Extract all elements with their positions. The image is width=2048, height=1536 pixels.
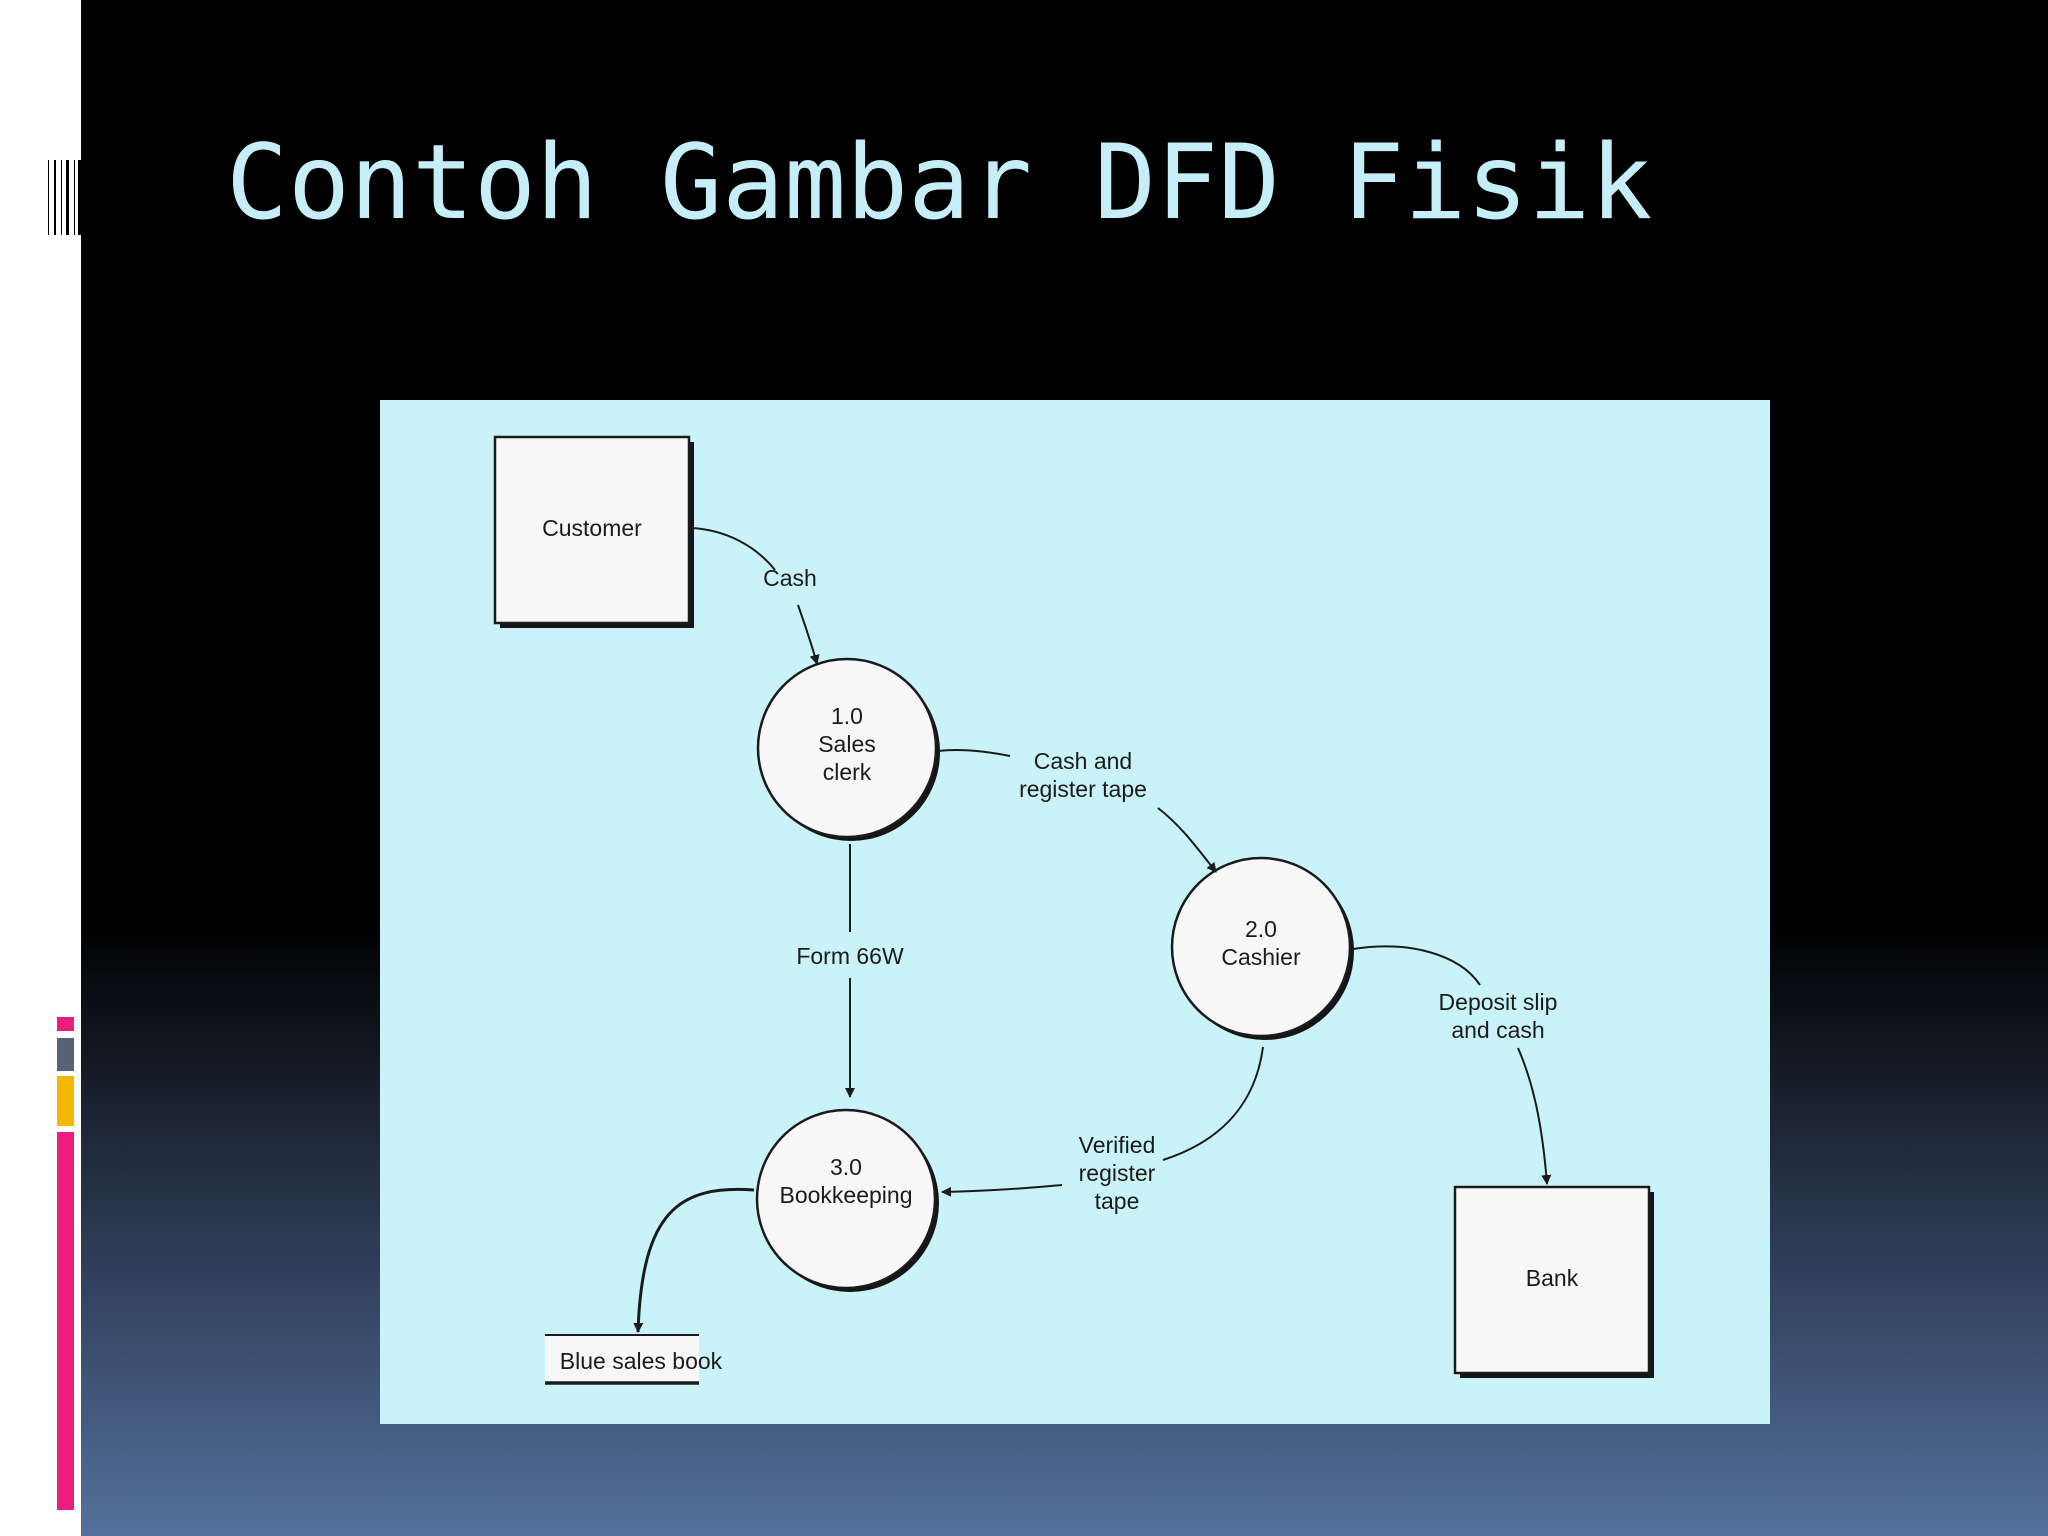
ornament-bar [56, 160, 61, 235]
process-1-sales-clerk: 1.0 Sales clerk [756, 657, 940, 841]
accent-bar-pink [57, 1017, 74, 1031]
flow-label: Cash and [1034, 748, 1132, 774]
flow-form-66w: Form 66W [796, 844, 904, 1098]
flow-label: tape [1095, 1188, 1140, 1214]
flow-line [937, 749, 1011, 757]
flow-line [691, 527, 776, 571]
process-name-line: clerk [823, 759, 872, 785]
slide-title: Contoh Gambar DFD Fisik [226, 123, 1653, 243]
process-circle [756, 657, 938, 839]
flow-label: register tape [1019, 776, 1147, 802]
accent-bar-gold [57, 1076, 74, 1126]
flow-label: register [1079, 1160, 1156, 1186]
dfd-figure: Customer Bank 1.0 Sales clerk 2.0 Cashie… [380, 400, 1770, 1424]
process-name-line: Bookkeeping [780, 1182, 913, 1208]
external-entity-customer: Customer [493, 435, 694, 628]
entity-box [1453, 1185, 1651, 1375]
flow-arrow [1517, 1047, 1552, 1185]
flow-label: Deposit slip [1439, 989, 1558, 1015]
store-fill [545, 1336, 699, 1382]
dfd-diagram: Customer Bank 1.0 Sales clerk 2.0 Cashie… [493, 435, 1654, 1385]
flow-arrow [1157, 807, 1217, 873]
ornament-bar [69, 160, 74, 235]
flow-arrow [797, 604, 820, 665]
process-number: 3.0 [830, 1154, 862, 1180]
process-2-cashier: 2.0 Cashier [1170, 856, 1354, 1040]
ornament-bar [62, 160, 66, 235]
flow-cash-and-register-tape: Cash and register tape [937, 748, 1217, 873]
flow-label: Cash [763, 565, 817, 591]
flow-cash: Cash [691, 527, 820, 665]
data-store-blue-sales-book: Blue sales book [545, 1334, 723, 1385]
ornament-bar [75, 160, 78, 235]
accent-bar-pink-long [57, 1132, 74, 1510]
process-name-line: Sales [818, 731, 876, 757]
flow-to-blue-sales-book [633, 1187, 755, 1333]
entity-box [493, 435, 691, 625]
flow-label: Form 66W [796, 943, 904, 969]
process-3-bookkeeping: 3.0 Bookkeeping [755, 1108, 939, 1292]
flow-line [1352, 945, 1481, 986]
flow-line [1162, 1046, 1264, 1161]
process-number: 1.0 [831, 703, 863, 729]
process-name-line: Cashier [1221, 944, 1301, 970]
process-circle [1170, 856, 1352, 1038]
flow-deposit-slip-and-cash: Deposit slip and cash [1352, 945, 1558, 1185]
barcode-ornament [48, 160, 81, 235]
store-label: Blue sales book [560, 1348, 723, 1374]
process-number: 2.0 [1245, 916, 1277, 942]
flow-arrow [633, 1187, 755, 1333]
flow-label: and cash [1451, 1017, 1544, 1043]
flow-verified-register-tape: Verified register tape [941, 1046, 1264, 1214]
flow-arrow [941, 1184, 1063, 1197]
external-entity-bank: Bank [1453, 1185, 1654, 1378]
ornament-bar [49, 160, 54, 235]
entity-label: Bank [1526, 1265, 1579, 1291]
flow-label: Verified [1079, 1132, 1156, 1158]
process-circle [755, 1108, 937, 1290]
entity-label: Customer [542, 515, 642, 541]
accent-bar-slate [57, 1038, 74, 1071]
